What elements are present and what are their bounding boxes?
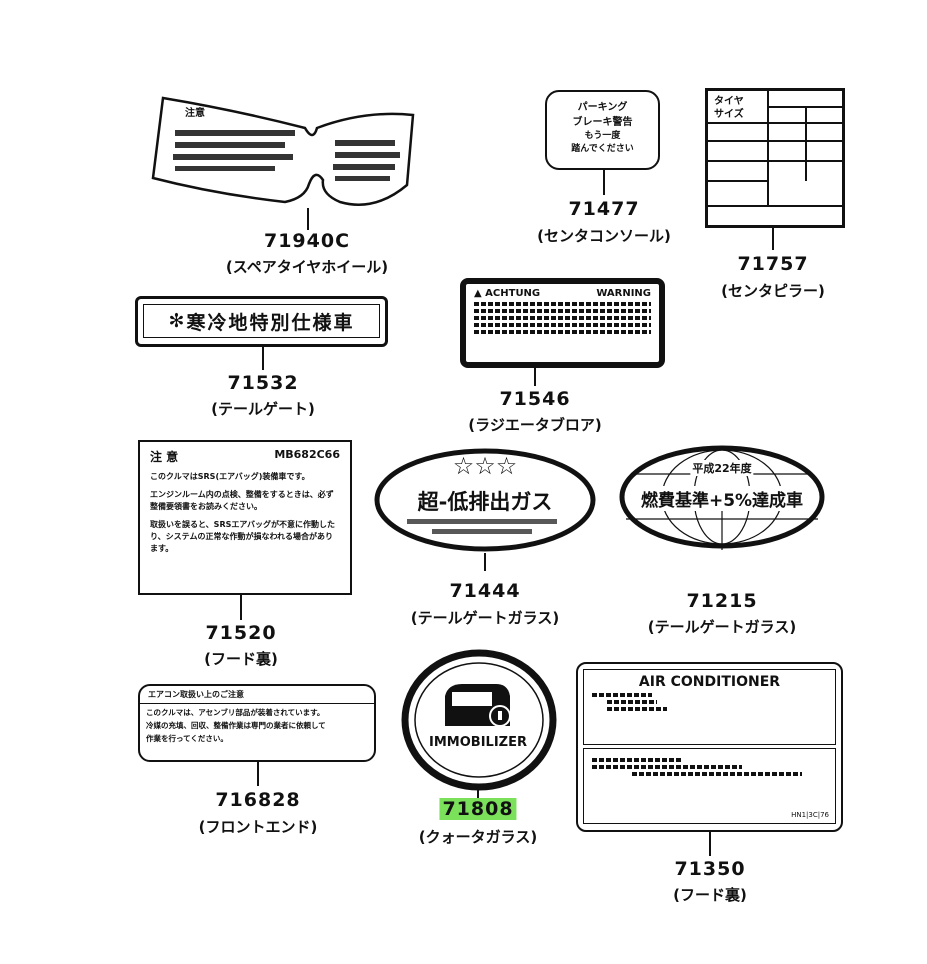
car-lock-icon bbox=[445, 684, 511, 727]
label-line: このクルマは、アセンブリ部品が装着されています。 bbox=[146, 708, 325, 717]
label-text: 燃費基準+5%達成車 bbox=[640, 486, 804, 511]
label-line: 作業を行ってください。 bbox=[146, 734, 228, 743]
label-71940c-shape bbox=[151, 96, 415, 206]
part-location-71940c: (スペアタイヤホイール) bbox=[225, 258, 389, 276]
label-71757: タイヤサイズ bbox=[705, 88, 845, 228]
label-716828: エアコン取扱い上のご注意 このクルマは、アセンブリ部品が装着されています。冷媒の… bbox=[138, 684, 376, 762]
label-line: パーキング bbox=[577, 102, 628, 113]
part-number-71546[interactable]: 71546 bbox=[499, 388, 571, 410]
label-71546: ▲ ACHTUNG WARNING bbox=[460, 278, 665, 368]
warning-icon: ▲ ACHTUNG bbox=[474, 288, 541, 299]
label-line: ブレーキ警告 bbox=[572, 117, 633, 128]
part-number-71940c[interactable]: 71940C bbox=[263, 230, 351, 252]
part-location-71546: (ラジエータブロア) bbox=[468, 416, 602, 434]
label-line: タイヤサイズ bbox=[714, 96, 744, 120]
part-location-71444: (テールゲートガラス) bbox=[410, 609, 560, 627]
tire-table-grid bbox=[708, 91, 843, 207]
highlighted-part-number: 71808 bbox=[439, 798, 517, 820]
label-text: 寒冷地特別仕様車 bbox=[186, 311, 355, 334]
label-line: 冷媒の充填、回収、整備作業は専門の業者に依頼して bbox=[146, 721, 326, 730]
label-text: 超-低排出ガス bbox=[417, 490, 553, 514]
part-location-71808: (クォータガラス) bbox=[418, 828, 538, 846]
label-line: 取扱いを誤ると、SRSエアバッグが不意に作動したり、システムの正常な作動が損なわ… bbox=[150, 520, 336, 553]
part-location-716828: (フロントエンド) bbox=[198, 818, 318, 836]
label-71477: パーキング ブレーキ警告 もう一度 踏んでください bbox=[545, 90, 660, 170]
part-location-71350: (フード裏) bbox=[673, 886, 747, 904]
part-location-71532: (テールゲート) bbox=[211, 400, 315, 418]
label-year: 平成22年度 bbox=[690, 460, 754, 476]
label-line: もう一度 bbox=[584, 131, 621, 141]
part-location-71477: (センタコンソール) bbox=[537, 227, 671, 245]
label-text: IMMOBILIZER bbox=[429, 735, 527, 750]
part-location-71520: (フード裏) bbox=[204, 650, 278, 668]
part-number-71350[interactable]: 71350 bbox=[674, 858, 746, 880]
label-title: エアコン取扱い上のご注意 bbox=[140, 686, 374, 704]
label-71350: AIR CONDITIONER HN1|3C|76 bbox=[576, 662, 843, 832]
part-location-71215: (テールゲートガラス) bbox=[647, 618, 797, 636]
label-71940c-text: 注意 bbox=[185, 108, 205, 119]
label-71520: 注 意 MB682C66 このクルマはSRS(エアバッグ)装備車です。 エンジンル… bbox=[138, 440, 352, 595]
part-number-71532[interactable]: 71532 bbox=[227, 372, 299, 394]
snowflake-icon: ✻ bbox=[168, 310, 187, 332]
part-number-71757[interactable]: 71757 bbox=[737, 253, 809, 275]
part-location-71757: (センタピラー) bbox=[721, 282, 825, 300]
stars-icon: ☆☆☆ bbox=[452, 452, 518, 480]
label-code: MB682C66 bbox=[274, 448, 340, 461]
label-71532: ✻寒冷地特別仕様車 bbox=[135, 296, 388, 347]
label-code: HN1|3C|76 bbox=[791, 811, 829, 819]
label-line: エンジンルーム内の点検、整備をするときは、必ず整備要領書をお読みください。 bbox=[150, 490, 334, 511]
part-number-71477[interactable]: 71477 bbox=[568, 198, 640, 220]
label-line: 踏んでください bbox=[571, 144, 634, 154]
label-title: 注 意 bbox=[150, 450, 179, 464]
label-71808-shape bbox=[401, 649, 557, 791]
part-number-71444[interactable]: 71444 bbox=[449, 580, 521, 602]
part-number-716828[interactable]: 716828 bbox=[215, 789, 301, 811]
label-title: AIR CONDITIONER bbox=[638, 674, 781, 690]
label-line: このクルマはSRS(エアバッグ)装備車です。 bbox=[150, 472, 310, 481]
label-line: WARNING bbox=[596, 288, 651, 299]
part-number-71808[interactable]: 71808 bbox=[439, 798, 517, 820]
part-number-71520[interactable]: 71520 bbox=[205, 622, 277, 644]
label-71444-shape bbox=[374, 448, 596, 552]
part-number-71215[interactable]: 71215 bbox=[686, 590, 758, 612]
